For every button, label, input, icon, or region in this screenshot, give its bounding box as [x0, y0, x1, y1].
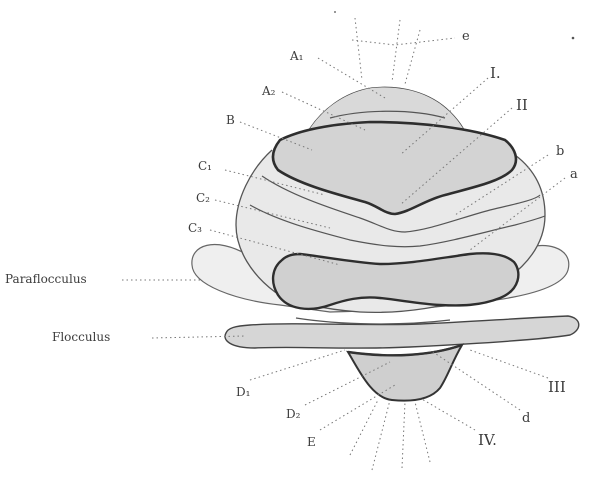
- label-flocculus: Flocculus: [52, 330, 110, 344]
- label-b-lower: b: [556, 144, 564, 159]
- label-a1: A₁: [289, 49, 303, 63]
- label-roman-4: IV.: [478, 431, 497, 449]
- speck-1: [572, 37, 575, 40]
- leader-radial-2: [402, 402, 405, 468]
- label-d2: D₂: [286, 407, 301, 421]
- leader-roman-3: [470, 350, 548, 378]
- speck-2: [334, 11, 336, 13]
- leader-roman-4: [420, 398, 475, 430]
- leader-radial-top-1: [355, 18, 362, 80]
- leader-radial-3: [415, 402, 430, 462]
- cerebellum-drawing: [192, 87, 579, 400]
- label-a-lower: a: [570, 167, 578, 182]
- label-roman-1: I.: [490, 64, 501, 82]
- leader-e-top: [352, 38, 455, 45]
- leader-d1: [250, 350, 345, 380]
- label-d-lower: d: [522, 411, 530, 426]
- label-e-bottom: E: [307, 435, 316, 449]
- label-c2: C₂: [196, 191, 210, 205]
- label-c1: C₁: [198, 159, 212, 173]
- label-roman-2: II: [516, 96, 528, 114]
- flocculus-band: [225, 316, 579, 348]
- leader-radial-top-3: [405, 30, 420, 84]
- leader-radial-4: [350, 400, 378, 455]
- label-c3: C₃: [188, 221, 202, 235]
- label-d1: D₁: [236, 385, 250, 399]
- label-paraflocculus: Paraflocculus: [5, 272, 87, 286]
- label-b-upper: B: [226, 113, 235, 127]
- label-e-top: e: [462, 29, 470, 44]
- label-a2: A₂: [261, 84, 276, 98]
- label-roman-3: III: [548, 378, 566, 396]
- leader-radial-top-2: [392, 20, 400, 82]
- leader-radial-1: [372, 400, 390, 470]
